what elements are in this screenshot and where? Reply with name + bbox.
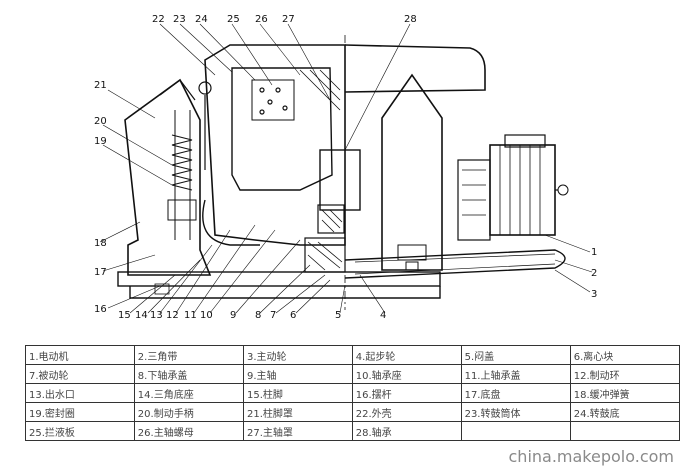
callout-3: 3: [591, 289, 597, 300]
callout-27: 27: [282, 14, 295, 25]
callout-9: 9: [230, 310, 236, 321]
part-cell: [460, 421, 571, 441]
part-cell: 9.主轴: [242, 364, 353, 384]
callout-16: 16: [94, 304, 107, 315]
part-cell: 8.下轴承盖: [133, 364, 244, 384]
part-cell: 16.摆杆: [351, 383, 462, 403]
part-cell: 7.被动轮: [25, 364, 135, 384]
part-cell: 3.主动轮: [242, 345, 353, 365]
callout-28: 28: [404, 14, 417, 25]
part-cell: 27.主轴罩: [242, 421, 353, 441]
leg-post: [124, 78, 212, 276]
outer-casing: [204, 44, 346, 246]
part-cell: 12.制动环: [569, 364, 680, 384]
callout-7: 7: [270, 310, 276, 321]
base-platform: [117, 271, 441, 287]
part-cell: 18.缓冲弹簧: [569, 383, 680, 403]
callout-19: 19: [94, 136, 107, 147]
callout-24: 24: [195, 14, 208, 25]
callout-23: 23: [173, 14, 186, 25]
callout-4: 4: [380, 310, 386, 321]
part-cell: 4.起步轮: [351, 345, 462, 365]
callout-18: 18: [94, 238, 107, 249]
callout-6: 6: [290, 310, 296, 321]
part-cell: 13.出水口: [25, 383, 135, 403]
callout-17: 17: [94, 267, 107, 278]
callout-5: 5: [335, 310, 341, 321]
part-cell: 28.轴承: [351, 421, 462, 441]
part-cell: 25.拦液板: [25, 421, 135, 441]
part-cell: 23.转鼓筒体: [460, 402, 571, 422]
part-cell: 6.离心块: [569, 345, 680, 365]
part-cell: 22.外壳: [351, 402, 462, 422]
callout-15: 15: [118, 310, 131, 321]
buffer-spring: [171, 134, 193, 191]
part-cell: 2.三角带: [133, 345, 244, 365]
callout-14: 14: [135, 310, 148, 321]
callout-26: 26: [255, 14, 268, 25]
watermark: china.makepolo.com: [508, 447, 675, 466]
part-cell: 5.闷盖: [460, 345, 571, 365]
part-cell: 15.柱脚: [242, 383, 353, 403]
part-cell: 24.转鼓底: [569, 402, 680, 422]
outlet-pipe: [202, 199, 260, 246]
part-cell: 17.底盘: [460, 383, 571, 403]
callout-20: 20: [94, 116, 107, 127]
part-cell: 1.电动机: [25, 345, 135, 365]
callout-13: 13: [150, 310, 163, 321]
callout-25: 25: [227, 14, 240, 25]
callout-10: 10: [200, 310, 213, 321]
drum-body: [231, 67, 333, 191]
callout-12: 12: [166, 310, 179, 321]
part-cell: 20.制动手柄: [133, 402, 244, 422]
callout-8: 8: [255, 310, 261, 321]
part-cell: 26.主轴螺母: [133, 421, 244, 441]
part-cell: 10.轴承座: [351, 364, 462, 384]
part-cell: 14.三角底座: [133, 383, 244, 403]
callout-21: 21: [94, 80, 107, 91]
part-cell: 21.柱脚罩: [242, 402, 353, 422]
casing-top-right: [344, 44, 486, 93]
callout-22: 22: [152, 14, 165, 25]
callout-11: 11: [184, 310, 197, 321]
part-cell: 19.密封圈: [25, 402, 135, 422]
belt: [344, 249, 566, 279]
callout-1: 1: [591, 247, 597, 258]
spindle-cone: [381, 73, 443, 271]
callout-2: 2: [591, 268, 597, 279]
part-cell: [569, 421, 680, 441]
part-cell: 11.上轴承盖: [460, 364, 571, 384]
